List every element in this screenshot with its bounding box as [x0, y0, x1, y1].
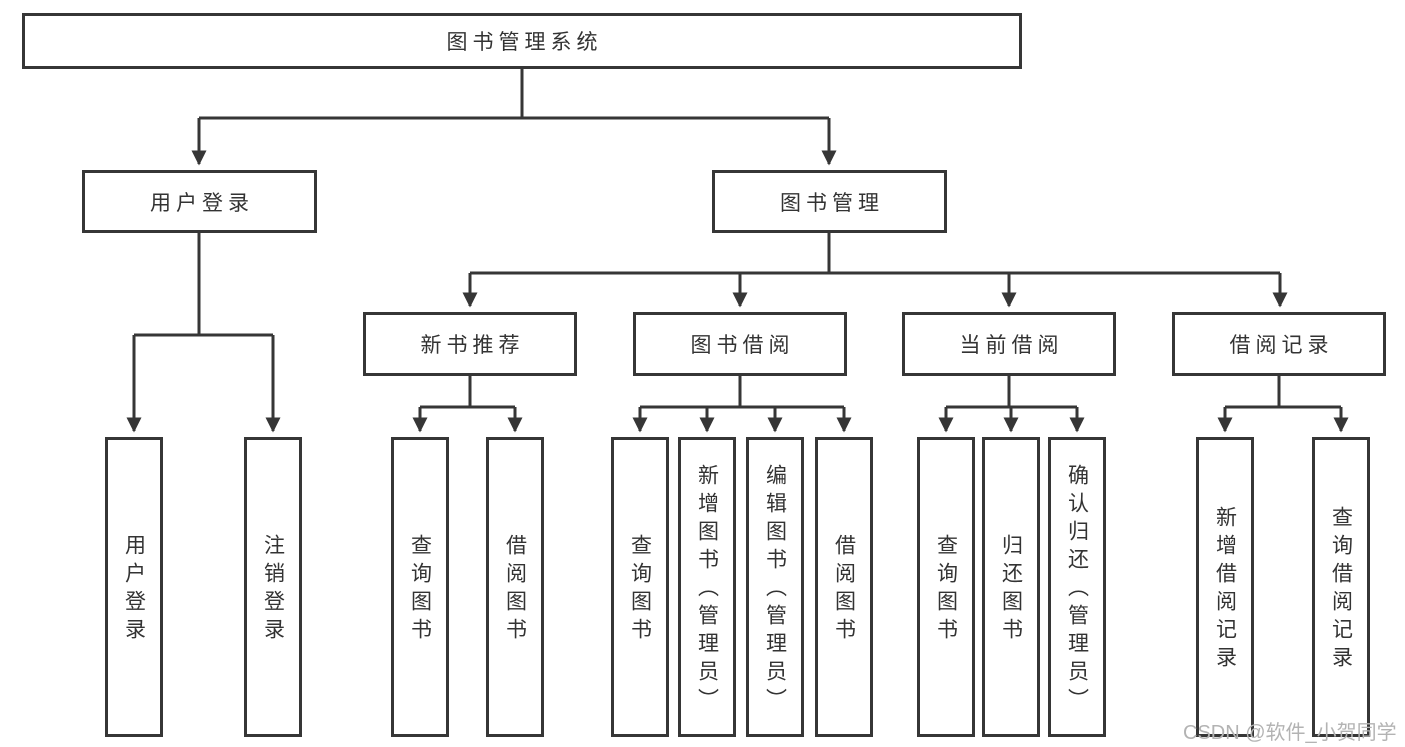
leaf-borrow-edit-admin: 编辑图书（管理员） — [746, 437, 804, 737]
node-new-books: 新书推荐 — [363, 312, 577, 376]
leaf-current-return: 归还图书 — [982, 437, 1040, 737]
leaf-borrow-query: 查询图书 — [611, 437, 669, 737]
leaf-records-query: 查询借阅记录 — [1312, 437, 1370, 737]
connector-group-book-manage — [462, 233, 1288, 308]
leaf-records-add: 新增借阅记录 — [1196, 437, 1254, 737]
node-book-borrow: 图书借阅 — [633, 312, 847, 376]
leaf-user-login: 用户登录 — [105, 437, 163, 737]
node-book-manage: 图书管理 — [712, 170, 947, 233]
leaf-logout: 注销登录 — [244, 437, 302, 737]
node-user-login: 用户登录 — [82, 170, 317, 233]
connector-group-root — [191, 67, 837, 166]
leaf-current-confirm-return-admin: 确认归还（管理员） — [1048, 437, 1106, 737]
node-current-borrow: 当前借阅 — [902, 312, 1116, 376]
node-root-library-system: 图书管理系统 — [22, 13, 1022, 69]
leaf-new-books-borrow: 借阅图书 — [486, 437, 544, 737]
connector-group-book-borrow — [632, 376, 852, 433]
csdn-watermark: CSDN @软件_小贺同学 — [1183, 722, 1397, 744]
connector-group-current-borrow — [938, 376, 1085, 433]
node-borrow-records: 借阅记录 — [1172, 312, 1386, 376]
connector-group-new-books — [412, 376, 523, 433]
leaf-borrow-add-admin: 新增图书（管理员） — [678, 437, 736, 737]
leaf-current-query: 查询图书 — [917, 437, 975, 737]
leaf-new-books-query: 查询图书 — [391, 437, 449, 737]
leaf-borrow-book: 借阅图书 — [815, 437, 873, 737]
connector-group-borrow-records — [1217, 376, 1349, 433]
connector-group-user-login — [126, 233, 281, 433]
